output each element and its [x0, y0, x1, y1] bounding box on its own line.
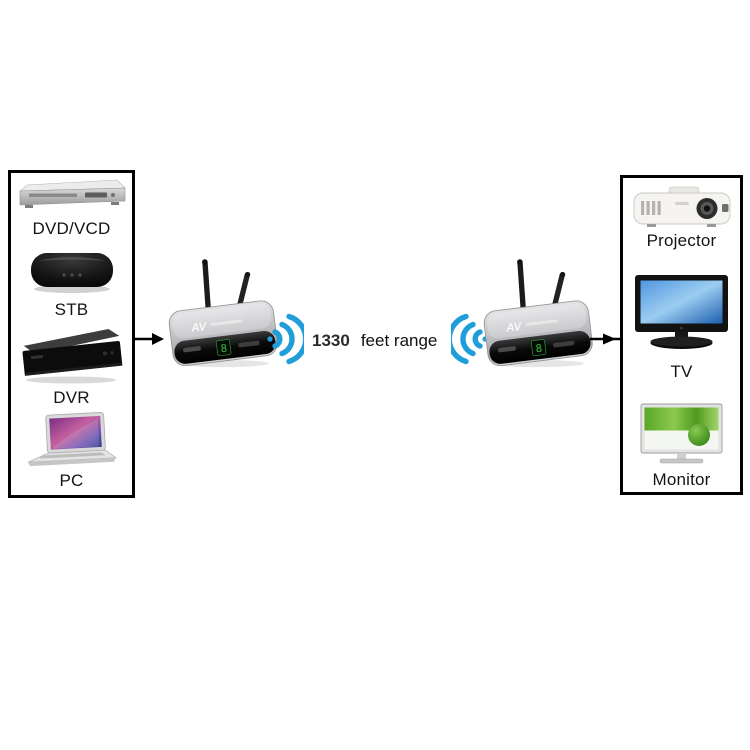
- laptop-icon: [27, 412, 117, 467]
- range-value: 1330: [312, 331, 350, 350]
- projector-icon: [633, 186, 731, 227]
- source-device-label: DVR: [53, 388, 90, 407]
- device-marking-text: AV: [190, 321, 209, 335]
- antenna-left-icon: [517, 259, 526, 313]
- av-receiver-unit: AV 8: [483, 259, 593, 368]
- source-device-label: PC: [59, 471, 84, 490]
- source-device-label: STB: [54, 300, 89, 319]
- wifi-signal-icon: [267, 313, 304, 365]
- antenna-left-icon: [202, 259, 211, 313]
- set-top-box-icon: [31, 253, 113, 293]
- source-devices-box: DVD/VCD STB: [8, 170, 135, 498]
- source-device-label: DVD/VCD: [32, 219, 111, 238]
- arrow-receiver-to-display: [590, 333, 621, 345]
- wifi-signal-icon: [451, 313, 488, 365]
- display-device-label: Monitor: [652, 470, 711, 489]
- monitor-icon: [640, 403, 723, 464]
- tv-icon: [635, 275, 728, 349]
- display-device-label: TV: [670, 362, 693, 381]
- display-device-label: Projector: [646, 231, 717, 250]
- dvr-icon: [22, 328, 123, 384]
- display-devices-box: Projector TV: [620, 175, 743, 495]
- display-digit: 8: [220, 342, 228, 356]
- range-label: 1330 feet range: [312, 331, 472, 351]
- av-transmitter-unit: AV 8: [168, 259, 278, 368]
- range-unit: feet range: [360, 331, 438, 350]
- device-marking-text: AV: [505, 321, 524, 335]
- arrow-source-to-transmitter: [133, 333, 164, 345]
- display-digit: 8: [535, 342, 543, 356]
- dvd-player-icon: [19, 179, 126, 208]
